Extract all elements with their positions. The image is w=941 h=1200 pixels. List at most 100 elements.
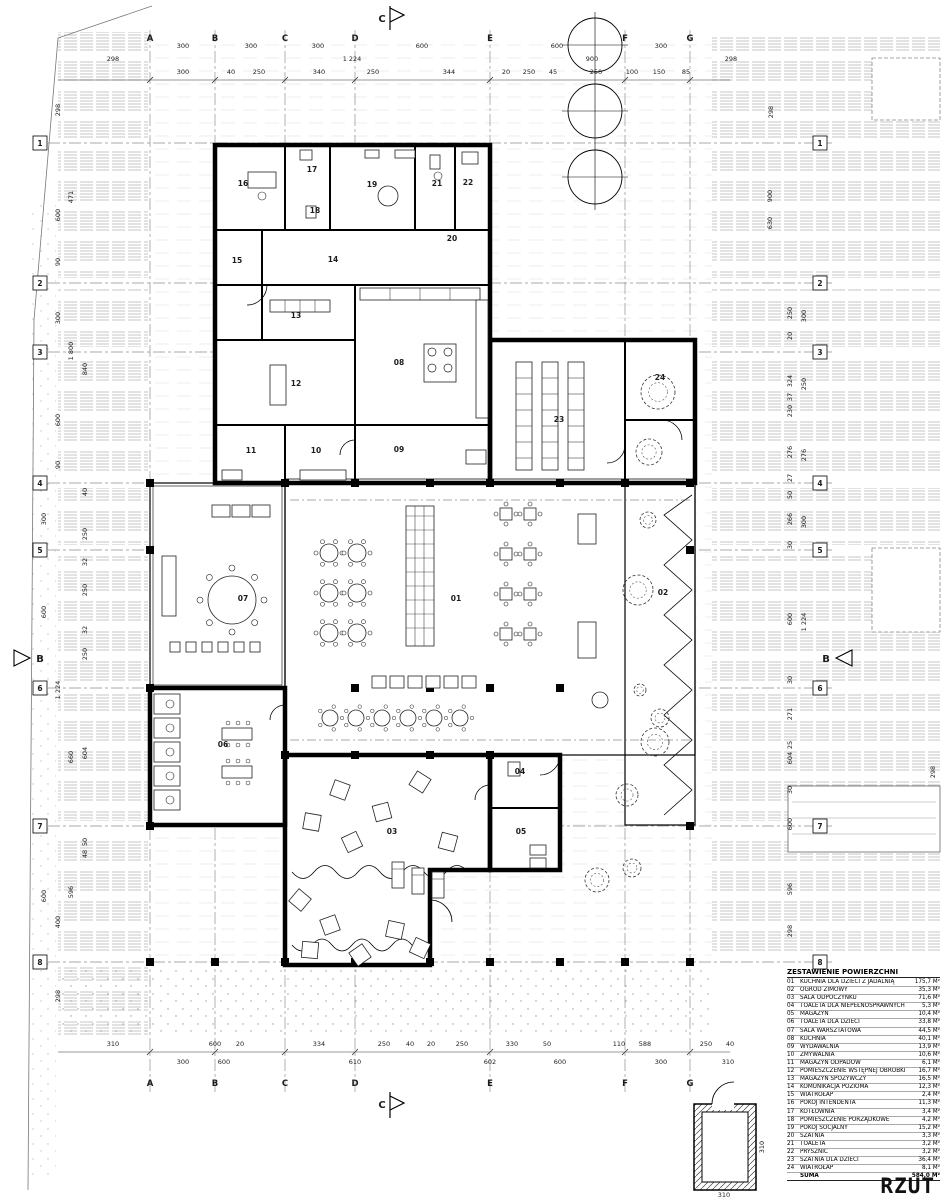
dimension-misc: 310 — [718, 1191, 730, 1199]
chair — [443, 715, 449, 721]
chair — [503, 521, 509, 527]
grid-number-right-box — [812, 680, 828, 696]
door-swings — [246, 284, 683, 923]
dimension-right: 324 — [786, 375, 794, 387]
dimension-left: 300 — [40, 513, 48, 525]
dimension-misc: 310 — [758, 1141, 766, 1153]
dimension-left: 600 — [40, 890, 48, 902]
winter-garden-glazing — [663, 494, 693, 816]
chair — [527, 601, 533, 607]
dimension-right: 20 — [786, 332, 794, 340]
dimension-left: 40 — [81, 488, 89, 496]
section-c-bottom: C — [378, 1100, 385, 1111]
chair — [396, 722, 401, 728]
tree — [622, 574, 654, 606]
grid-letter-bottom: D — [351, 1079, 358, 1089]
strip-gap — [58, 683, 148, 693]
dimension-right: 276 — [800, 449, 808, 461]
dimension-left: 600 — [54, 414, 62, 426]
dimension-top: 298 — [725, 55, 737, 63]
dimension-top: 45 — [549, 68, 557, 76]
tree-inner — [654, 712, 666, 724]
chair — [493, 551, 499, 557]
column — [486, 684, 494, 692]
dimension-top: 300 — [245, 42, 257, 50]
tree — [584, 867, 610, 893]
dimension-left: 840 — [81, 363, 89, 375]
chair — [370, 722, 375, 728]
toilet — [433, 171, 443, 181]
serving-counter — [443, 675, 459, 689]
dimension-right: 276 — [786, 446, 794, 458]
dimension-right: 37 — [786, 393, 794, 401]
dimension-right: 298 — [929, 766, 937, 778]
room-number: 14 — [328, 255, 338, 264]
dimension-left: 50 — [81, 838, 89, 846]
grid-letter-top: G — [687, 34, 694, 44]
dimension-right: 298 — [767, 106, 775, 118]
chair — [361, 619, 366, 625]
grid-number-left-box — [32, 475, 48, 491]
play-mat — [302, 812, 322, 832]
dimension-top: 600 — [416, 42, 428, 50]
strip-gap — [58, 138, 148, 148]
dimension-left: 90 — [54, 258, 62, 266]
grid-letter-top: C — [282, 34, 288, 44]
chair — [225, 758, 231, 764]
grid-number-right: 6 — [817, 684, 822, 693]
dimension-bottom: 20 — [427, 1040, 435, 1048]
chair — [228, 564, 236, 572]
dimension-right: 27 — [786, 474, 794, 482]
chair — [537, 631, 543, 637]
dimension-right: 30 — [786, 541, 794, 549]
drawing-title: RZUT — [880, 1174, 935, 1198]
room-number: 24 — [655, 373, 665, 382]
chair — [348, 641, 353, 647]
room-number: 13 — [291, 311, 301, 320]
column — [686, 822, 694, 830]
round-table — [319, 543, 339, 563]
column — [146, 958, 154, 966]
play-mat — [288, 888, 312, 912]
dimension-right: 250 — [786, 307, 794, 319]
chair — [251, 619, 258, 626]
dimension-bottom: 250 — [456, 1040, 468, 1048]
grid-letter-bottom: B — [212, 1079, 218, 1089]
chair — [348, 619, 353, 625]
chair — [527, 621, 533, 627]
dimension-top: 250 — [523, 68, 535, 76]
square-table — [523, 627, 537, 641]
dimension-top: 20 — [502, 68, 510, 76]
boiler — [299, 149, 313, 161]
waste-bin — [221, 469, 243, 481]
chair — [206, 619, 213, 626]
dimension-top: 85 — [682, 68, 690, 76]
room-number: 23 — [554, 415, 564, 424]
grid-number-left: 6 — [37, 684, 42, 693]
room-number: 04 — [515, 767, 525, 776]
sink — [465, 449, 487, 465]
tree — [622, 858, 642, 878]
chair — [320, 579, 325, 585]
lounger — [411, 867, 425, 895]
chair — [422, 708, 427, 713]
chair — [367, 590, 373, 596]
grid-number-right: 8 — [817, 958, 822, 967]
area-schedule-title: ZESTAWIENIE POWIERZCHNI — [787, 968, 940, 978]
dimension-left: 250 — [81, 584, 89, 596]
dimension-right: 298 — [786, 925, 794, 937]
round-table — [399, 709, 417, 727]
chair — [228, 628, 236, 636]
dimension-bottom: 334 — [313, 1040, 325, 1048]
burner — [427, 347, 437, 357]
chair — [318, 722, 323, 728]
shower — [461, 151, 479, 165]
dimension-right: 230 — [786, 405, 794, 417]
